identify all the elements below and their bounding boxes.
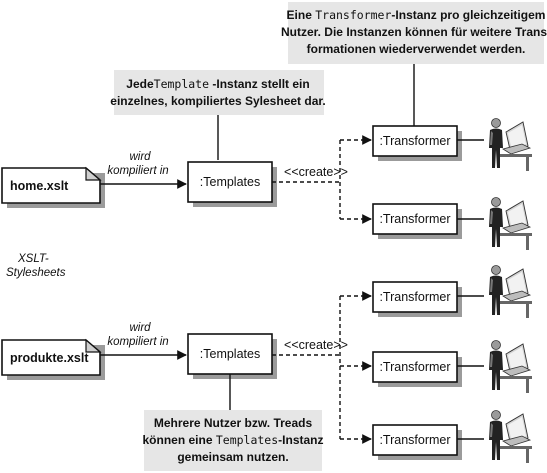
produkte-xslt-file: produkte.xslt [1,338,105,380]
transformer-box: :Transformer [372,351,462,387]
svg-text::Templates: :Templates [200,347,260,361]
svg-text::Transformer: :Transformer [379,433,450,447]
compile-label: wird [129,151,151,163]
user-at-computer-icon [488,265,533,319]
transformer-box: :Transformer [372,203,462,239]
note-line: JedeTemplate -Instanz stellt ein [126,77,309,91]
stylesheets-label: XSLT- [17,253,49,265]
create-label: <<create>> [284,338,348,352]
templates-box-2: :Templates [187,333,277,379]
templates-box-1: :Templates [187,161,277,207]
file-label: produkte.xslt [10,351,89,365]
svg-text::Templates: :Templates [200,175,260,189]
note-line: Nutzer. Die Instanzen können für weitere… [281,25,547,39]
note-line: Eine Transformer-Instanz pro gleichzeiti… [287,8,546,22]
note-template-instance: JedeTemplate -Instanz stellt ein einzeln… [110,70,326,115]
user-at-computer-icon [488,118,533,172]
compile-label: kompiliert in [107,336,168,348]
note-transformer-per-user: Eine Transformer-Instanz pro gleichzeiti… [281,2,547,64]
compile-label: kompiliert in [107,165,168,177]
note-shared-templates: Mehrere Nutzer bzw. Treads können eine T… [142,410,324,471]
transformer-box: :Transformer [372,125,462,161]
note-line: gemeinsam nutzen. [177,450,288,464]
create-connector [272,296,341,439]
create-label: <<create>> [284,165,348,179]
compile-label: wird [129,322,151,334]
svg-text::Transformer: :Transformer [379,360,450,374]
transformer-box: :Transformer [372,424,462,460]
home-xslt-file: home.xslt [1,166,105,208]
file-label: home.xslt [10,179,69,193]
note-line: formationen wiederverwendet werden. [307,42,526,56]
user-at-computer-icon [488,197,533,251]
note-line: Mehrere Nutzer bzw. Treads [154,416,313,430]
stylesheets-label: Stylesheets [6,267,66,279]
note-line: können eine Templates-Instanz [142,433,323,447]
note-line: einzelnes, kompiliertes Sylesheet dar. [110,94,325,108]
create-connector [272,140,341,219]
svg-text::Transformer: :Transformer [379,134,450,148]
transformer-box: :Transformer [372,281,462,317]
svg-text::Transformer: :Transformer [379,290,450,304]
svg-text::Transformer: :Transformer [379,212,450,226]
user-at-computer-icon [488,340,533,394]
user-at-computer-icon [488,410,533,464]
